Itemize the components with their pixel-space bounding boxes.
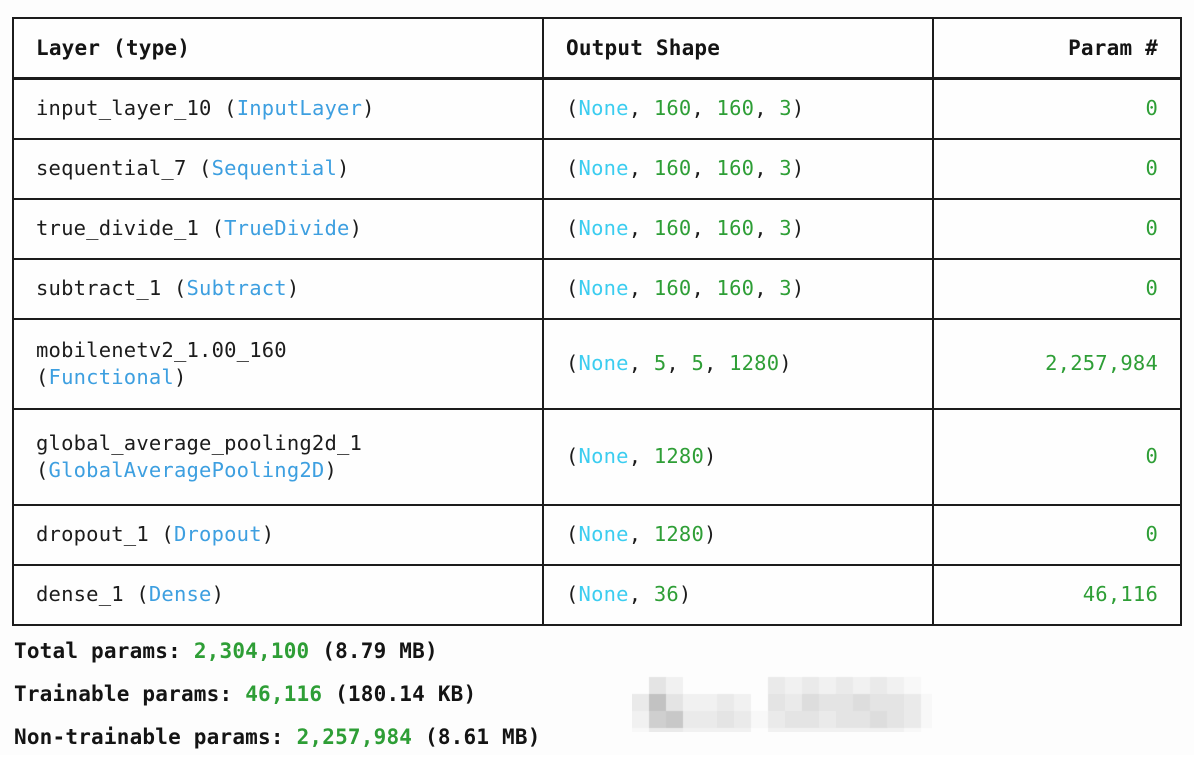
shape-none: None — [578, 216, 629, 241]
column-header-param: Param # — [932, 17, 1182, 80]
layer-class-name: Functional — [48, 365, 174, 389]
shape-dim: 3 — [779, 156, 792, 181]
shape-none: None — [578, 96, 629, 121]
cell-output-shape: (None, 5, 5, 1280) — [542, 318, 934, 410]
shape-none: None — [578, 582, 629, 607]
cell-output-shape: (None, 160, 160, 3) — [542, 258, 934, 320]
cell-output-shape: (None, 1280) — [542, 408, 934, 506]
cell-output-shape: (None, 160, 160, 3) — [542, 198, 934, 260]
shape-dim: 3 — [779, 96, 792, 121]
column-header-layer: Layer (type) — [12, 17, 544, 80]
footer-line: Trainable params: 46,116 (180.14 KB) — [14, 673, 541, 716]
footer-label: Total params: — [14, 639, 194, 663]
footer-label: Trainable params: — [14, 682, 246, 706]
cell-param-count: 0 — [932, 198, 1182, 260]
layer-class-name: InputLayer — [236, 96, 363, 121]
shape-dim: 36 — [653, 582, 679, 607]
footer-value: 2,304,100 — [193, 639, 310, 663]
shape-dim: 160 — [716, 156, 755, 181]
layer-class-name: TrueDivide — [224, 216, 350, 241]
footer-memory: (8.79 MB) — [309, 639, 438, 663]
table-row: dense_1 (Dense)(None, 36)46,116 — [12, 564, 1182, 626]
shape-dim: 160 — [653, 276, 692, 301]
shape-dim: 1280 — [653, 522, 704, 547]
layer-class-name: Dense — [148, 582, 212, 607]
shape-dim: 3 — [779, 276, 792, 301]
cell-output-shape: (None, 160, 160, 3) — [542, 138, 934, 200]
shape-dim: 1280 — [653, 444, 704, 469]
footer-memory: (180.14 KB) — [322, 682, 477, 706]
cell-output-shape: (None, 1280) — [542, 504, 934, 566]
table-row: subtract_1 (Subtract)(None, 160, 160, 3)… — [12, 258, 1182, 320]
shape-dim: 3 — [779, 216, 792, 241]
cell-param-count: 0 — [932, 77, 1182, 140]
table-row: true_divide_1 (TrueDivide)(None, 160, 16… — [12, 198, 1182, 260]
footer-value: 2,257,984 — [296, 725, 413, 749]
column-header-output-shape: Output Shape — [542, 17, 934, 80]
summary-footer: Total params: 2,304,100 (8.79 MB)Trainab… — [14, 630, 541, 759]
shape-none: None — [578, 156, 629, 181]
layer-class-name: Subtract — [186, 276, 287, 301]
shape-dim: 160 — [653, 96, 692, 121]
shape-none: None — [578, 522, 629, 547]
layer-class-name: GlobalAveragePooling2D — [48, 458, 325, 482]
shape-none: None — [578, 276, 629, 301]
footer-line: Non-trainable params: 2,257,984 (8.61 MB… — [14, 716, 541, 759]
cell-output-shape: (None, 160, 160, 3) — [542, 77, 934, 140]
model-summary-table: Layer (type) Output Shape Param # input_… — [12, 17, 1182, 626]
cell-param-count: 0 — [932, 504, 1182, 566]
table-body: input_layer_10 (InputLayer)(None, 160, 1… — [12, 77, 1182, 626]
layer-class-name: Dropout — [173, 522, 262, 547]
footer-memory: (8.61 MB) — [412, 725, 541, 749]
cell-param-count: 2,257,984 — [932, 318, 1182, 410]
shape-dim: 5 — [653, 351, 667, 376]
shape-dim: 160 — [716, 276, 755, 301]
cell-param-count: 46,116 — [932, 564, 1182, 626]
cell-param-count: 0 — [932, 138, 1182, 200]
shape-none: None — [578, 351, 629, 376]
cell-layer-name: dense_1 (Dense) — [12, 564, 544, 626]
cell-layer-name: input_layer_10 (InputLayer) — [12, 77, 544, 140]
shape-dim: 160 — [716, 96, 755, 121]
shape-dim: 160 — [653, 216, 692, 241]
footer-line: Total params: 2,304,100 (8.79 MB) — [14, 630, 541, 673]
cell-output-shape: (None, 36) — [542, 564, 934, 626]
cell-layer-name: true_divide_1 (TrueDivide) — [12, 198, 544, 260]
shape-dim: 160 — [716, 216, 755, 241]
shape-dim: 5 — [691, 351, 704, 376]
table-row: mobilenetv2_1.00_160 (Functional)(None, … — [12, 318, 1182, 410]
shape-none: None — [578, 444, 629, 469]
shape-dim: 160 — [653, 156, 692, 181]
shape-dim: 1280 — [729, 351, 780, 376]
table-row: sequential_7 (Sequential)(None, 160, 160… — [12, 138, 1182, 200]
cell-layer-name: global_average_pooling2d_1 (GlobalAverag… — [12, 408, 544, 506]
layer-class-name: Sequential — [211, 156, 338, 181]
cell-layer-name: sequential_7 (Sequential) — [12, 138, 544, 200]
cell-layer-name: dropout_1 (Dropout) — [12, 504, 544, 566]
table-row: input_layer_10 (InputLayer)(None, 160, 1… — [12, 77, 1182, 140]
table-header-row: Layer (type) Output Shape Param # — [12, 17, 1182, 80]
table-row: dropout_1 (Dropout)(None, 1280)0 — [12, 504, 1182, 566]
table-header: Layer (type) Output Shape Param # — [12, 17, 1182, 80]
cell-layer-name: subtract_1 (Subtract) — [12, 258, 544, 320]
footer-label: Non-trainable params: — [14, 725, 297, 749]
footer-value: 46,116 — [245, 682, 323, 706]
table-row: global_average_pooling2d_1 (GlobalAverag… — [12, 408, 1182, 506]
cell-param-count: 0 — [932, 408, 1182, 506]
redaction-blur-overlay — [632, 660, 932, 732]
cell-param-count: 0 — [932, 258, 1182, 320]
cell-layer-name: mobilenetv2_1.00_160 (Functional) — [12, 318, 544, 410]
